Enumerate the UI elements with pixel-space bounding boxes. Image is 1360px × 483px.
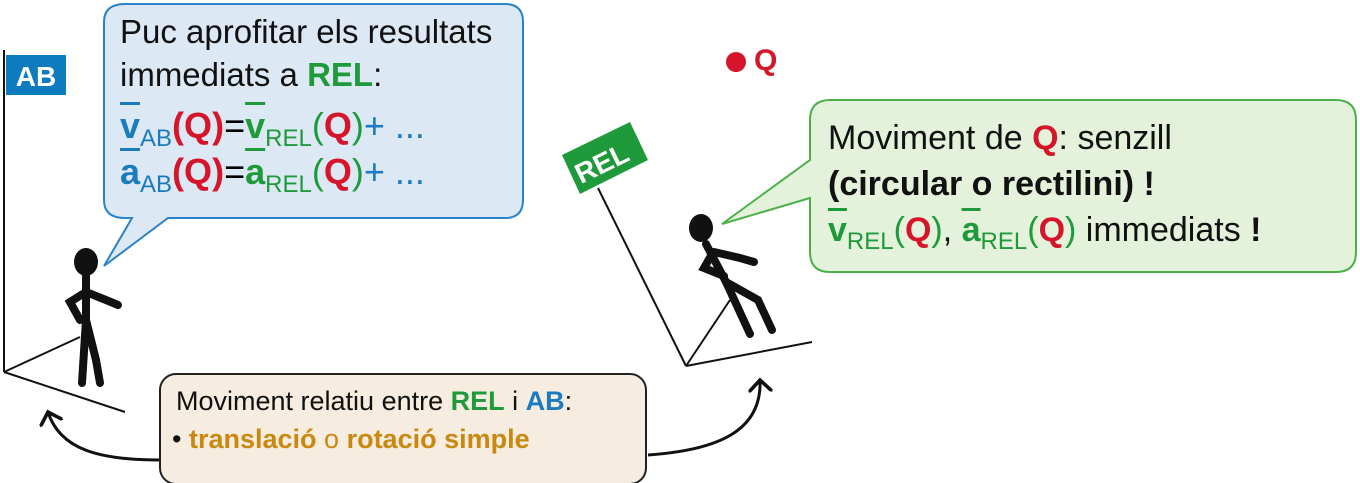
ab-flag <box>6 55 66 95</box>
point-q: Q <box>726 44 777 77</box>
ab-reference-frame: AB <box>3 50 126 413</box>
point-q-label: Q <box>754 44 777 77</box>
relative-motion-text: Moviment relatiu entre REL i AB: • trans… <box>172 382 573 458</box>
equation-velocity: vAB(Q)=vREL(Q)+ ... <box>120 105 425 152</box>
relative-motion-box <box>159 373 647 483</box>
rel-flag <box>562 122 648 194</box>
bubble-green-line3: vREL(Q), aREL(Q) immediats ! <box>828 211 1262 255</box>
bubble-blue-line1: Puc aprofitar els resultats <box>120 13 493 50</box>
arrow-left <box>48 412 161 462</box>
bubble-blue-text: Puc aprofitar els resultats immediats a … <box>120 10 492 96</box>
equation-acceleration: aAB(Q)=aREL(Q)+ ... <box>120 151 425 198</box>
arrow-right <box>647 380 760 457</box>
ab-flag-label: AB <box>16 61 56 92</box>
observer-rel-person <box>689 214 776 338</box>
relative-motion-line2: • translació o rotació simple <box>172 424 530 454</box>
relative-motion-line1: Moviment relatiu entre REL i AB: <box>176 386 573 416</box>
bubble-green-text: Moviment de Q: senzill (circular o recti… <box>828 115 1262 265</box>
bubble-blue <box>103 3 524 267</box>
bubble-green <box>721 99 1357 273</box>
bubble-green-line1: Moviment de Q: senzill <box>828 119 1172 157</box>
observer-ab-person <box>64 248 122 387</box>
bubble-blue-line2: immediats a REL: <box>120 56 383 93</box>
bubble-green-line2: (circular o rectilini) ! <box>828 165 1155 203</box>
